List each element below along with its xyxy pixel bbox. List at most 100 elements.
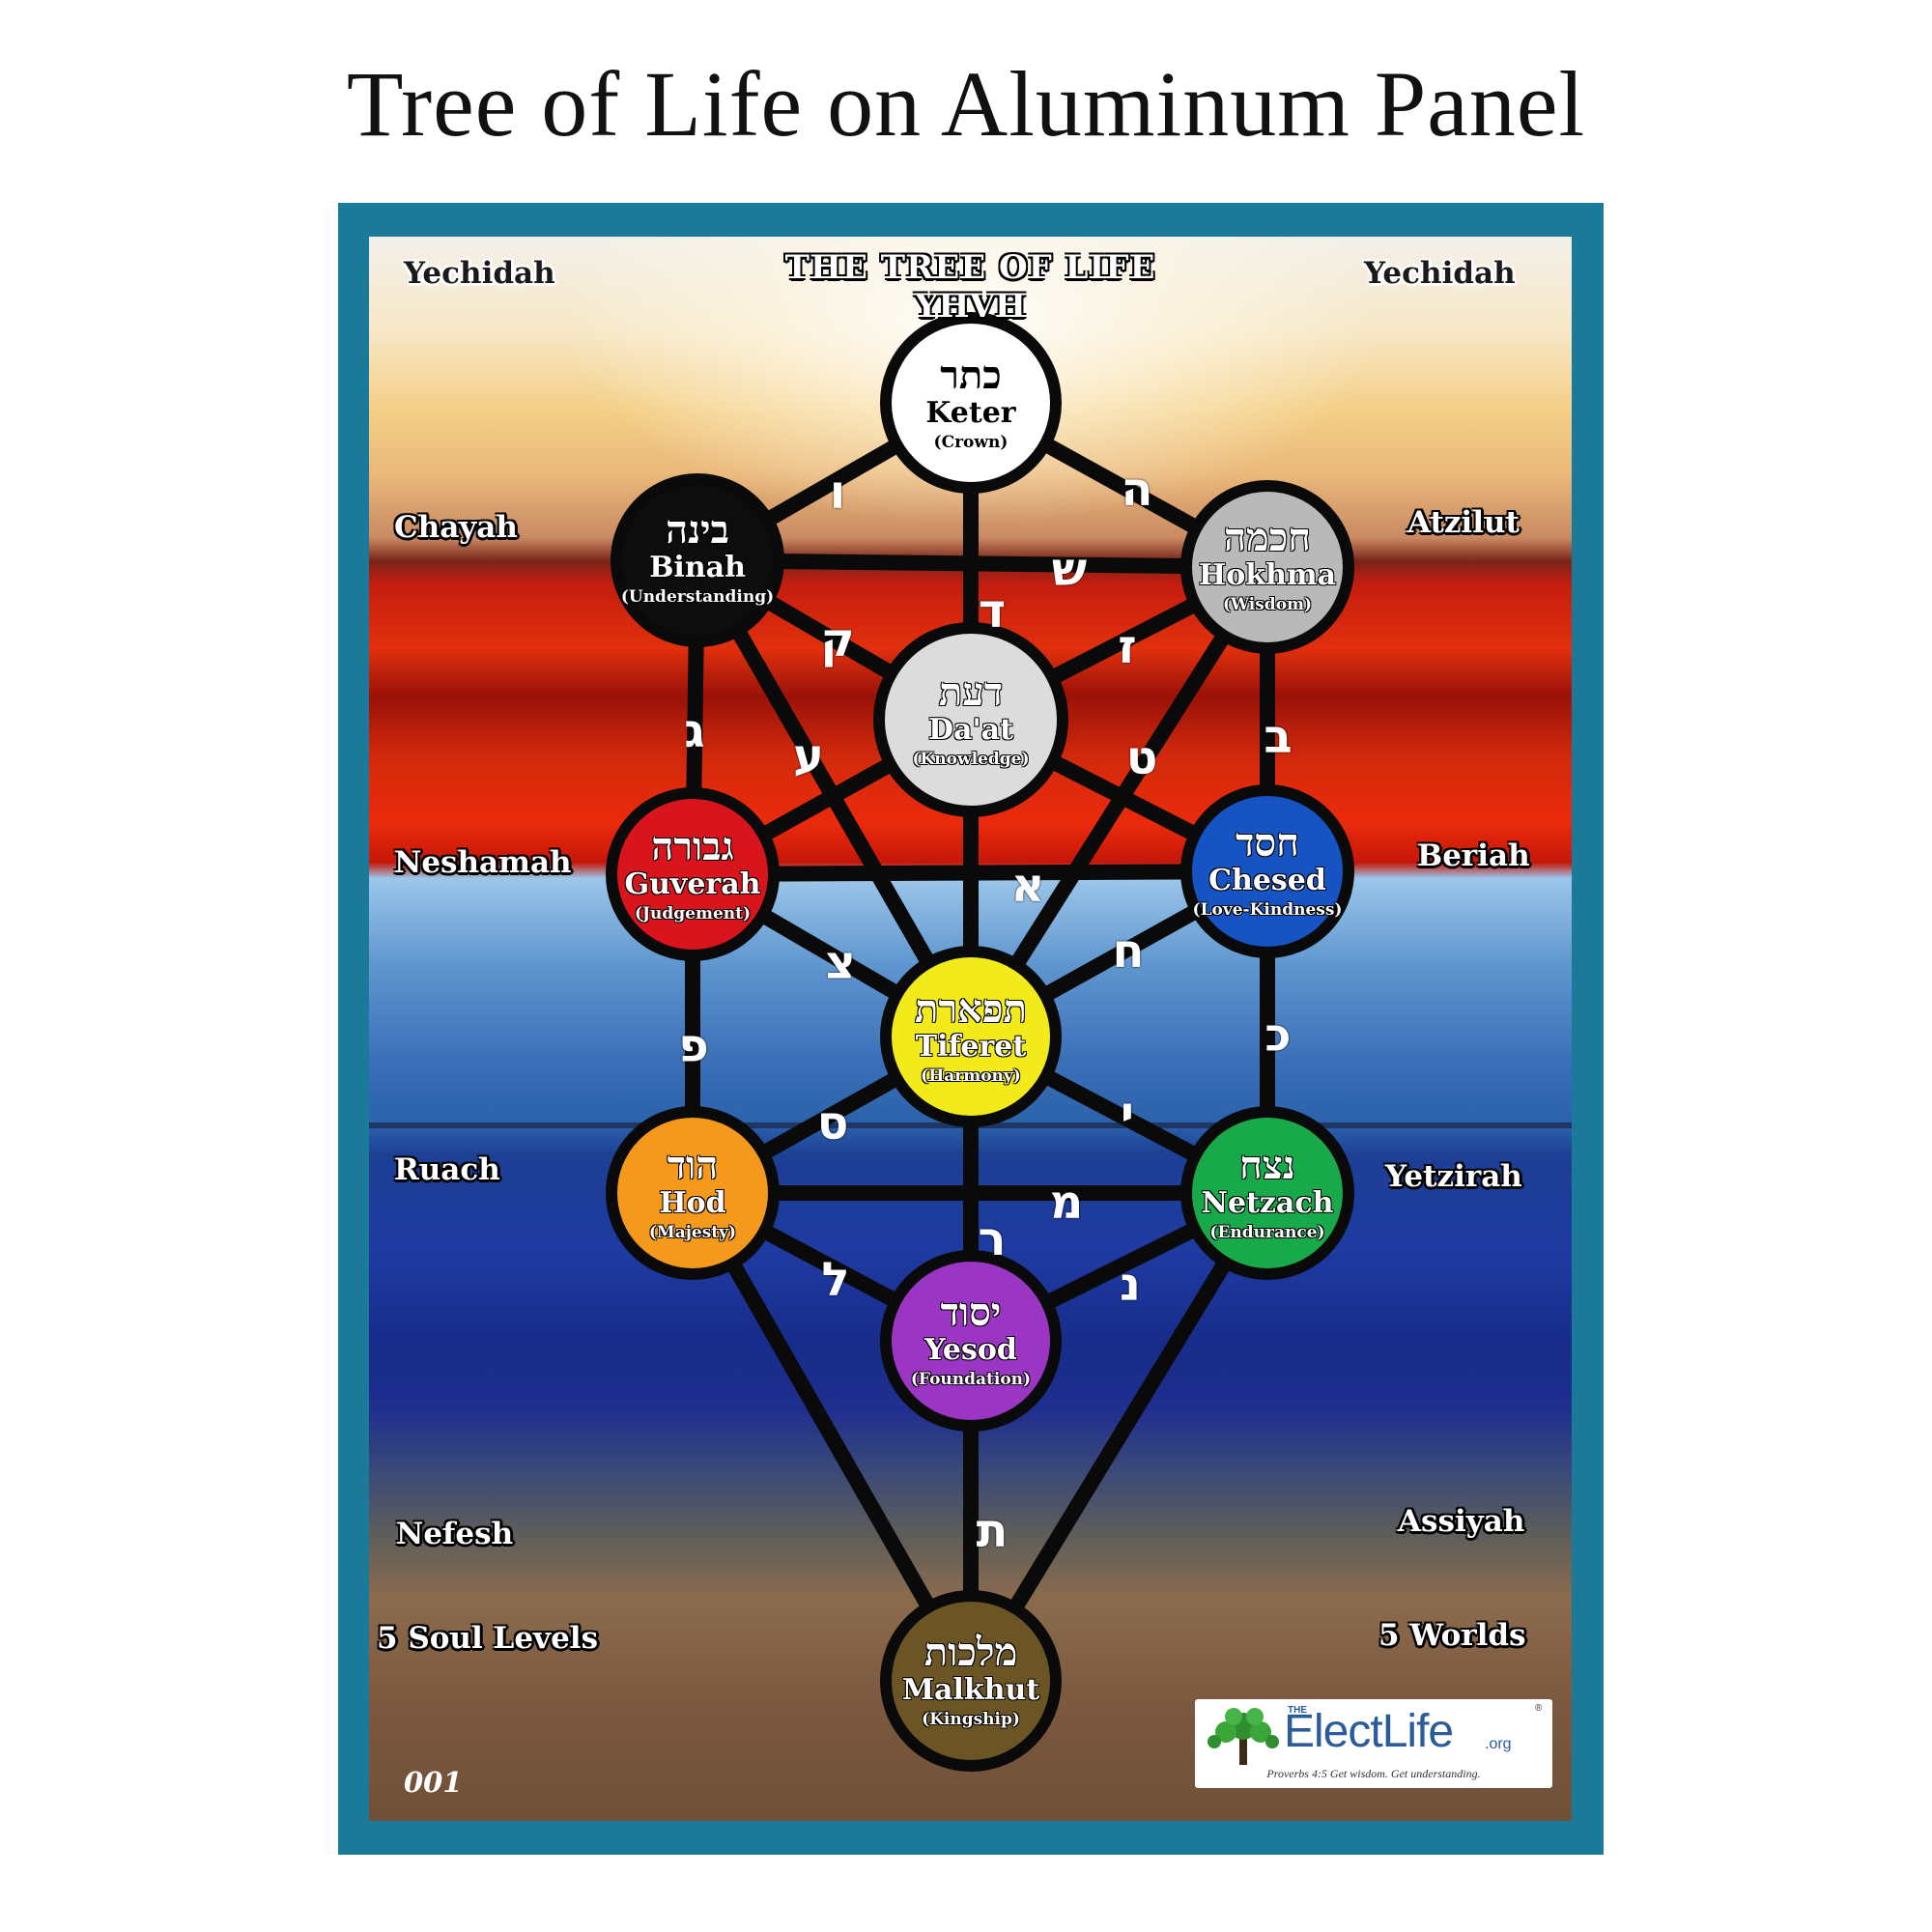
label-ruach: Ruach bbox=[394, 1152, 500, 1187]
sefira-circle-hokhma bbox=[1180, 480, 1354, 654]
chesed-translation: (Love-Kindness) bbox=[1192, 900, 1343, 920]
tiferet-translation: (Harmony) bbox=[921, 1066, 1021, 1086]
path-letter-mem: מ bbox=[1049, 1176, 1084, 1230]
tree-diagram bbox=[606, 312, 1354, 1772]
label-yetzirah: Yetzirah bbox=[1385, 1159, 1522, 1194]
logo-tagline: Proverbs 4:5 Get wisdom. Get understandi… bbox=[1266, 1767, 1481, 1780]
path-letter-shin: ש bbox=[1051, 543, 1088, 597]
sefira-yesod: יסוד Yesod (Foundation) bbox=[898, 1292, 1043, 1392]
path-binah-hokhma bbox=[690, 553, 1275, 575]
label-soul-levels: 5 Soul Levels bbox=[377, 1621, 599, 1656]
path-guverah-chesed bbox=[685, 864, 1275, 882]
tree-of-life-poster: THE TREE OF LIFE YHVH Yechidah Chayah Ne… bbox=[369, 237, 1572, 1821]
path-letter-tet: ט bbox=[1125, 731, 1158, 785]
tree-logo-icon bbox=[1208, 1708, 1279, 1765]
path-letter-tav: ת bbox=[976, 1504, 1009, 1558]
chesed-hebrew: חסד bbox=[1236, 820, 1299, 866]
daat-hebrew: דעת bbox=[938, 669, 1004, 715]
path-letter-chet: ח bbox=[1112, 924, 1145, 979]
path-letter-tsadi: צ bbox=[825, 936, 856, 990]
sefira-hokhma: חכמה Hokhma (Wisdom) bbox=[1190, 517, 1345, 617]
label-atzilut: Atzilut bbox=[1407, 505, 1520, 540]
daat-name: Da'at bbox=[928, 713, 1013, 747]
hokhma-name: Hokhma bbox=[1198, 558, 1337, 592]
yesod-hebrew: יסוד bbox=[940, 1290, 1002, 1335]
binah-translation: (Understanding) bbox=[620, 587, 775, 607]
logo-tld: .org bbox=[1485, 1736, 1512, 1752]
yesod-translation: (Foundation) bbox=[910, 1370, 1032, 1389]
sefira-circle-netzach bbox=[1180, 1106, 1354, 1280]
blue-frame: THE TREE OF LIFE YHVH Yechidah Chayah Ne… bbox=[338, 203, 1604, 1855]
label-yechidah-left: Yechidah bbox=[404, 256, 555, 291]
sefira-circle-tiferet bbox=[880, 946, 1062, 1127]
sefira-circle-yesod bbox=[880, 1250, 1062, 1432]
path-letter-nun: נ bbox=[1120, 1258, 1141, 1312]
path-letter-samekh: ס bbox=[816, 1096, 849, 1151]
path-letter-zayin: ז bbox=[1118, 620, 1137, 674]
keter-hebrew: כתר bbox=[940, 353, 1002, 398]
path-letter-dalet: ד bbox=[978, 584, 1007, 639]
guverah-hebrew: גבורה bbox=[651, 824, 734, 869]
keter-name: Keter bbox=[925, 396, 1016, 430]
label-nefesh: Nefesh bbox=[396, 1517, 514, 1551]
binah-hebrew: בינה bbox=[666, 507, 729, 553]
logo-the: THE bbox=[1288, 1705, 1307, 1716]
binah-name: Binah bbox=[649, 551, 746, 584]
netzach-translation: (Endurance) bbox=[1209, 1223, 1325, 1242]
label-assiyah: Assiyah bbox=[1398, 1504, 1525, 1539]
hokhma-hebrew: חכמה bbox=[1224, 515, 1311, 560]
sefira-hod: הוד Hod (Majesty) bbox=[620, 1145, 765, 1245]
hod-hebrew: הוד bbox=[667, 1143, 719, 1188]
keter-translation: (Crown) bbox=[933, 433, 1009, 452]
path-letter-vav: ו bbox=[829, 466, 846, 520]
path-letter-ayin: ע bbox=[793, 729, 824, 783]
sefira-keter: כתר Keter (Crown) bbox=[908, 355, 1034, 455]
label-5-worlds: 5 Worlds bbox=[1378, 1618, 1526, 1653]
page-title: Tree of Life on Aluminum Panel bbox=[346, 52, 1586, 156]
sefira-guverah: גבורה Guverah (Judgement) bbox=[606, 826, 780, 926]
netzach-name: Netzach bbox=[1201, 1186, 1334, 1220]
logo-registered: ® bbox=[1535, 1703, 1543, 1714]
daat-translation: (Knowledge) bbox=[912, 750, 1030, 769]
path-letter-alef: א bbox=[1010, 859, 1045, 913]
yesod-name: Yesod bbox=[924, 1333, 1017, 1367]
hod-name: Hod bbox=[659, 1186, 726, 1220]
netzach-hebrew: נצח bbox=[1239, 1143, 1295, 1188]
sefira-tiferet: תפארת Tiferet (Harmony) bbox=[898, 988, 1043, 1089]
elect-life-logo: ElectLife THE .org ® Proverbs 4:5 Get wi… bbox=[1195, 1699, 1552, 1788]
label-neshamah: Neshamah bbox=[394, 845, 572, 880]
path-letter-yod: י bbox=[1120, 1087, 1135, 1141]
path-netzach-malkhut bbox=[963, 1185, 1275, 1689]
path-letter-gimel: ג bbox=[684, 704, 705, 758]
tiferet-name: Tiferet bbox=[915, 1030, 1027, 1064]
malkhut-hebrew: מלכות bbox=[923, 1630, 1018, 1675]
sefira-malkhut: מלכות Malkhut (Kingship) bbox=[898, 1632, 1043, 1732]
malkhut-name: Malkhut bbox=[901, 1673, 1040, 1707]
sefira-daat: דעת Da'at (Knowledge) bbox=[898, 671, 1043, 772]
poster-title: THE TREE OF LIFE bbox=[784, 248, 1156, 287]
path-letter-pe: פ bbox=[678, 1019, 709, 1073]
chesed-name: Chesed bbox=[1208, 864, 1326, 897]
sefira-circle-hod bbox=[606, 1106, 780, 1280]
poster-subtitle: YHVH bbox=[915, 287, 1026, 326]
sefira-binah: בינה Binah (Understanding) bbox=[611, 509, 784, 610]
path-letter-lamed: ל bbox=[821, 1253, 850, 1307]
sefira-netzach: נצח Netzach (Endurance) bbox=[1190, 1145, 1345, 1245]
path-hod-malkhut bbox=[685, 1185, 979, 1689]
sefira-chesed: חסד Chesed (Love-Kindness) bbox=[1176, 822, 1359, 923]
path-letter-he: ה bbox=[1121, 463, 1153, 517]
hod-translation: (Majesty) bbox=[648, 1223, 737, 1242]
path-letter-bet: ב bbox=[1264, 710, 1293, 764]
panel-number: 001 bbox=[404, 1766, 463, 1799]
label-beriah: Beriah bbox=[1417, 838, 1530, 873]
path-letter-resh: ר bbox=[978, 1212, 1007, 1266]
malkhut-translation: (Kingship) bbox=[922, 1710, 1020, 1729]
tiferet-hebrew: תפארת bbox=[915, 986, 1027, 1032]
sefira-circle-chesed bbox=[1180, 784, 1354, 958]
label-yechidah-right: Yechidah bbox=[1364, 256, 1516, 291]
sefira-circle-guverah bbox=[606, 787, 780, 961]
sefira-circle-daat bbox=[873, 622, 1068, 817]
logo-brand: ElectLife bbox=[1284, 1706, 1454, 1757]
sefira-circle-keter bbox=[880, 312, 1062, 494]
guverah-translation: (Judgement) bbox=[634, 904, 752, 923]
